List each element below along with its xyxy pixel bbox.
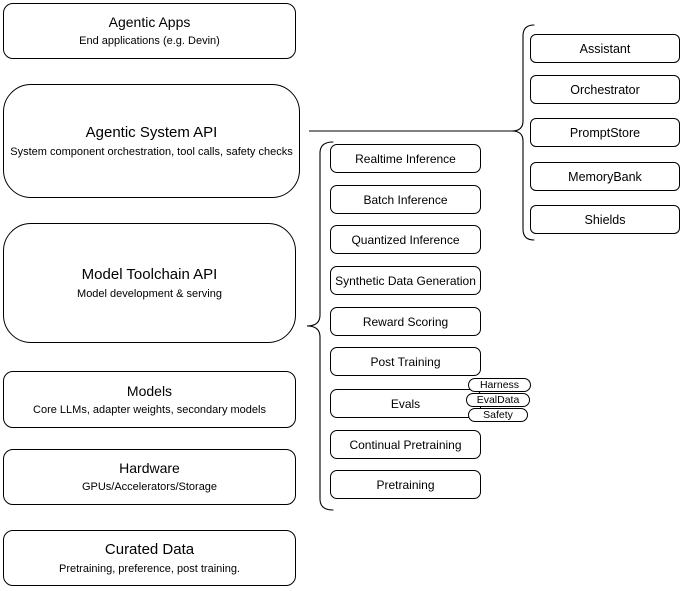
component-label: PromptStore xyxy=(569,125,641,140)
layer-subtitle: Core LLMs, adapter weights, secondary mo… xyxy=(33,403,266,416)
layer-subtitle: Model development & serving xyxy=(77,287,222,300)
service-label: Batch Inference xyxy=(363,192,448,207)
service-reward-scoring: Reward Scoring xyxy=(330,307,481,336)
pill-label: EvalData xyxy=(476,394,520,406)
layer-hardware: Hardware GPUs/Accelerators/Storage xyxy=(3,449,296,505)
component-label: MemoryBank xyxy=(568,169,642,184)
layer-agentic-apps: Agentic Apps End applications (e.g. Devi… xyxy=(3,3,296,59)
layer-agentic-system-api: Agentic System API System component orch… xyxy=(3,84,300,198)
service-label: Realtime Inference xyxy=(355,151,456,166)
eval-pill-harness: Harness xyxy=(468,378,531,392)
component-shields: Shields xyxy=(530,205,680,234)
service-label: Continual Pretraining xyxy=(349,437,462,452)
service-label: Post Training xyxy=(370,354,441,369)
layer-title: Models xyxy=(126,382,173,399)
service-post-training: Post Training xyxy=(330,347,481,376)
eval-pill-safety: Safety xyxy=(468,408,528,422)
service-label: Reward Scoring xyxy=(362,314,449,329)
service-pretraining: Pretraining xyxy=(330,470,481,499)
component-memorybank: MemoryBank xyxy=(530,162,680,191)
service-quantized-inference: Quantized Inference xyxy=(330,225,481,254)
layer-subtitle: GPUs/Accelerators/Storage xyxy=(81,481,218,493)
service-label: Synthetic Data Generation xyxy=(335,273,476,288)
component-promptstore: PromptStore xyxy=(530,118,680,147)
layer-title: Model Toolchain API xyxy=(81,265,218,283)
service-realtime-inference: Realtime Inference xyxy=(330,144,481,173)
layer-title: Curated Data xyxy=(104,540,195,558)
service-label: Evals xyxy=(390,396,421,411)
component-assistant: Assistant xyxy=(530,34,680,63)
service-batch-inference: Batch Inference xyxy=(330,185,481,214)
layer-subtitle: System component orchestration, tool cal… xyxy=(10,145,293,158)
layer-title: Agentic Apps xyxy=(108,14,191,30)
layer-subtitle: End applications (e.g. Devin) xyxy=(79,35,220,47)
layer-title: Agentic System API xyxy=(85,123,218,141)
component-label: Assistant xyxy=(579,41,631,56)
service-label: Quantized Inference xyxy=(351,232,460,247)
service-evals: Evals xyxy=(330,389,481,418)
service-synthetic-data-generation: Synthetic Data Generation xyxy=(330,266,481,295)
eval-pill-evaldata: EvalData xyxy=(466,393,530,407)
component-label: Orchestrator xyxy=(570,82,640,97)
layer-model-toolchain-api: Model Toolchain API Model development & … xyxy=(3,223,296,343)
component-label: Shields xyxy=(584,212,626,227)
pill-label: Safety xyxy=(483,409,513,421)
layer-curated-data: Curated Data Pretraining, preference, po… xyxy=(3,530,296,586)
service-label: Pretraining xyxy=(376,477,435,492)
service-continual-pretraining: Continual Pretraining xyxy=(330,430,481,459)
layer-title: Hardware xyxy=(119,460,180,476)
layer-subtitle: Pretraining, preference, post training. xyxy=(59,562,240,575)
pill-label: Harness xyxy=(479,379,520,391)
component-orchestrator: Orchestrator xyxy=(530,75,680,104)
layer-models: Models Core LLMs, adapter weights, secon… xyxy=(3,371,296,428)
